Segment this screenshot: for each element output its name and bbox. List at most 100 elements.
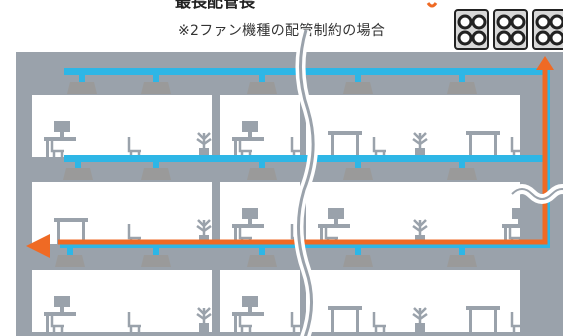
ceiling-cassette-icon	[63, 168, 93, 180]
room	[306, 270, 520, 332]
desk-icon	[494, 310, 497, 332]
ceiling-cassette-icon	[343, 168, 373, 180]
arrow-up-icon	[536, 56, 554, 70]
refrigerant-branch	[259, 158, 265, 168]
computer-monitor-icon	[518, 219, 522, 224]
potted-plant-icon	[199, 148, 209, 157]
computer-monitor-icon	[318, 224, 350, 228]
ceiling-cassette-icon	[447, 82, 477, 94]
desk-icon	[82, 222, 85, 244]
potted-plant-icon	[415, 148, 425, 157]
wavy-break-line	[297, 29, 315, 336]
fan-icon	[471, 14, 487, 30]
ceiling-cassette-icon	[247, 255, 277, 267]
fan-icon	[457, 30, 473, 46]
potted-plant-icon	[196, 219, 212, 236]
desk-icon	[356, 135, 359, 157]
computer-monitor-icon	[242, 296, 258, 307]
wavy-break-line	[511, 188, 563, 200]
computer-monitor-icon	[232, 312, 264, 316]
chair-icon	[50, 137, 64, 157]
desk-icon	[328, 306, 362, 310]
potted-plant-icon	[196, 307, 212, 324]
ceiling-cassette-icon	[141, 82, 171, 94]
computer-monitor-icon	[334, 219, 338, 224]
desk-icon	[469, 310, 472, 332]
refrigerant-branch	[153, 158, 159, 168]
ceiling-cassette-icon	[247, 168, 277, 180]
ceiling-cassette-icon	[447, 168, 477, 180]
desk-icon	[466, 131, 500, 135]
caption-text: ※2ファン機種の配管制約の場合	[178, 23, 386, 39]
computer-monitor-icon	[320, 228, 323, 244]
refrigerant-branch	[355, 72, 361, 82]
desk-icon	[331, 135, 334, 157]
refrigerant-branch	[153, 245, 159, 255]
computer-monitor-icon	[502, 224, 534, 228]
ceiling-cassette-icon	[67, 82, 97, 94]
fan-icon	[510, 14, 526, 30]
fan-icon	[535, 14, 551, 30]
ceiling-cassette-icon	[55, 255, 85, 267]
dual-fan-outdoor-unit-icon	[454, 9, 489, 50]
fan-icon	[535, 30, 551, 46]
computer-monitor-icon	[46, 141, 49, 157]
desk-icon	[469, 135, 472, 157]
computer-monitor-icon	[54, 296, 70, 307]
room	[306, 95, 520, 157]
potted-plant-icon	[412, 219, 428, 236]
fan-icon	[471, 30, 487, 46]
desk-icon	[466, 306, 500, 310]
refrigerant-branch	[75, 158, 81, 168]
computer-monitor-icon	[44, 137, 76, 141]
computer-monitor-icon	[54, 121, 70, 132]
refrigerant-branch	[67, 245, 73, 255]
computer-monitor-icon	[232, 224, 264, 228]
desk-icon	[494, 135, 497, 157]
refrigerant-branch	[259, 72, 265, 82]
refrigerant-branch	[459, 158, 465, 168]
computer-monitor-icon	[328, 208, 344, 219]
dual-fan-outdoor-unit-icon	[493, 9, 528, 50]
computer-monitor-icon	[44, 312, 76, 316]
computer-monitor-icon	[248, 307, 252, 312]
ceiling-cassette-icon	[141, 255, 171, 267]
room	[220, 95, 300, 157]
refrigerant-branch	[355, 158, 361, 168]
computer-monitor-icon	[60, 307, 64, 312]
chair-icon	[127, 312, 141, 332]
computer-monitor-icon	[248, 132, 252, 137]
dual-fan-outdoor-unit-icon	[532, 9, 563, 50]
ceiling-cassette-icon	[447, 255, 477, 267]
floor-middle	[32, 182, 534, 244]
computer-monitor-icon	[242, 121, 258, 132]
computer-monitor-icon	[234, 316, 237, 332]
fan-icon	[496, 14, 512, 30]
header-accent-mark	[426, 2, 438, 8]
desk-icon	[54, 218, 88, 222]
chair-icon	[50, 312, 64, 332]
fan-icon	[549, 14, 563, 30]
refrigerant-pipe-middle	[64, 155, 548, 162]
computer-monitor-icon	[242, 208, 258, 219]
computer-monitor-icon	[504, 228, 507, 244]
ceiling-cassette-icon	[247, 82, 277, 94]
refrigerant-pipe-top	[64, 68, 548, 75]
computer-monitor-icon	[232, 137, 264, 141]
computer-monitor-icon	[46, 316, 49, 332]
fan-icon	[496, 30, 512, 46]
potted-plant-icon	[196, 132, 212, 149]
computer-monitor-icon	[234, 141, 237, 157]
computer-monitor-icon	[60, 132, 64, 137]
potted-plant-icon	[199, 323, 209, 332]
potted-plant-icon	[412, 307, 428, 324]
arrow-left-icon	[26, 234, 50, 258]
refrigerant-branch	[153, 72, 159, 82]
computer-monitor-icon	[248, 219, 252, 224]
computer-monitor-icon	[512, 208, 528, 219]
floor-bottom	[32, 270, 524, 332]
floor-top	[32, 95, 524, 157]
refrigerant-branch	[259, 245, 265, 255]
